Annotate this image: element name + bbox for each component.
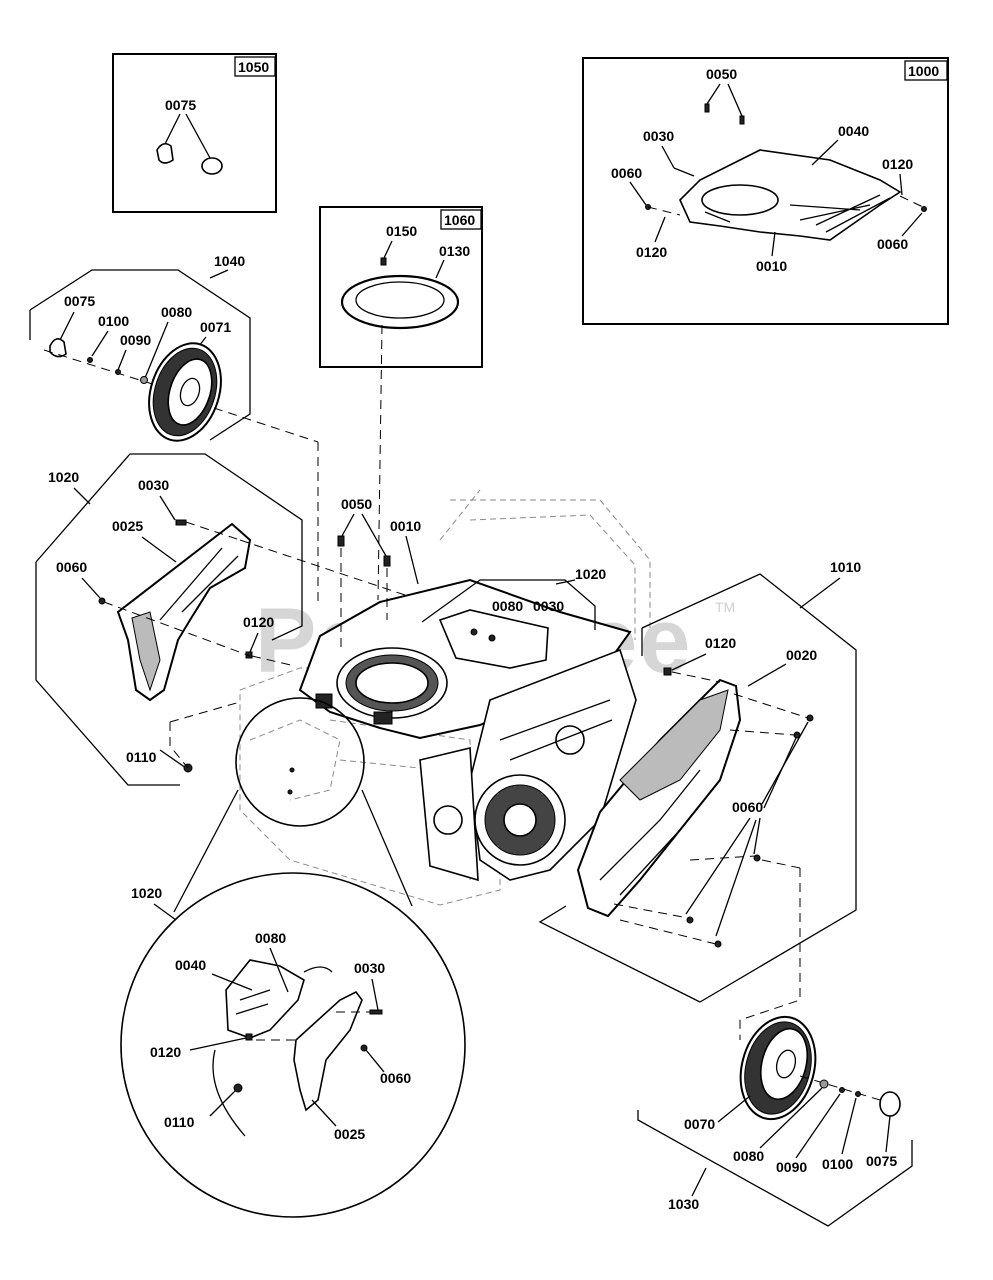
callout-center-0010: 0010 [390,518,421,534]
group-1030: 1030 0070 0080 0090 0100 0075 [637,1015,913,1227]
callout-right-0120: 0120 [705,635,736,651]
callout-left-0030: 0030 [138,477,169,493]
callout-left-0120: 0120 [243,614,274,630]
group-tag-1020-left: 1020 [48,469,79,485]
callout-1000-0120-right: 0120 [882,156,913,172]
callout-rear-0070: 0070 [684,1116,715,1132]
cap-part [201,157,223,175]
callout-1000-0060-right: 0060 [877,236,908,252]
callout-1000-0120-left: 0120 [636,244,667,260]
group-tag-1050: 1050 [238,59,269,75]
ring-plate-part [340,274,460,330]
callout-1040-0071: 0071 [200,319,231,335]
callout-rear-0090: 0090 [776,1159,807,1175]
group-tag-1020-detail: 1020 [131,885,162,901]
group-tag-1040: 1040 [214,253,245,269]
callout-detail-0080: 0080 [255,930,286,946]
callout-center-0080: 0080 [492,598,523,614]
group-tag-1000: 1000 [908,63,939,79]
group-1020-left: 1020 0030 0025 0060 0120 0110 [35,453,421,786]
detail-bracket-0025 [293,990,363,1112]
callout-rear-0080: 0080 [733,1148,764,1164]
group-tag-1030: 1030 [668,1196,699,1212]
callout-rear-0100: 0100 [822,1156,853,1172]
callout-detail-0025: 0025 [334,1126,365,1142]
callout-1050-0075: 0075 [165,97,196,113]
trademark: TM [715,599,735,615]
callout-right-0020: 0020 [786,647,817,663]
detail-1020: 1020 0080 0040 0030 0120 0060 0110 0025 [120,697,466,1218]
callout-1060-0130: 0130 [439,243,470,259]
callout-1000-0050: 0050 [706,66,737,82]
callout-left-0110: 0110 [126,749,157,765]
callout-rear-0075: 0075 [866,1153,897,1169]
callout-detail-0060: 0060 [380,1070,411,1086]
side-panel-part-0025 [116,522,252,702]
group-1010: 1010 0120 0020 0060 [538,559,861,1040]
callout-1040-0090: 0090 [120,332,151,348]
callout-detail-0120: 0120 [150,1044,181,1060]
callout-1040-0100: 0100 [98,313,129,329]
callout-center-0050: 0050 [341,496,372,512]
inset-1000: 1000 0050 0030 0040 0060 0120 0120 0060 … [582,57,949,325]
chassis-assembly: 0050 0010 1020 0080 0030 [239,489,651,906]
callout-1000-0040: 0040 [838,123,869,139]
callout-left-0060: 0060 [56,559,87,575]
group-tag-1010: 1010 [830,559,861,575]
inset-1050: 1050 0075 [112,53,277,213]
callout-1040-0080: 0080 [161,304,192,320]
group-1040: 1040 0075 0100 0080 0090 0071 [29,253,319,605]
inset-1060: 1060 0150 0130 [319,206,483,601]
callout-1060-0150: 0150 [386,223,417,239]
callout-left-0025: 0025 [112,518,143,534]
callout-1000-0010: 0010 [756,258,787,274]
shroud-top-part [679,149,902,241]
callout-1040-0075: 0075 [64,293,95,309]
callout-detail-0040: 0040 [175,957,206,973]
callout-center-0030: 0030 [533,598,564,614]
group-tag-1020-center: 1020 [575,566,606,582]
callout-detail-0110: 0110 [164,1114,195,1130]
callout-1000-0030: 0030 [643,128,674,144]
clip-part [156,142,174,164]
group-tag-1060: 1060 [444,212,475,228]
callout-right-0060: 0060 [732,799,763,815]
callout-1000-0060-left: 0060 [611,165,642,181]
callout-detail-0030: 0030 [354,960,385,976]
